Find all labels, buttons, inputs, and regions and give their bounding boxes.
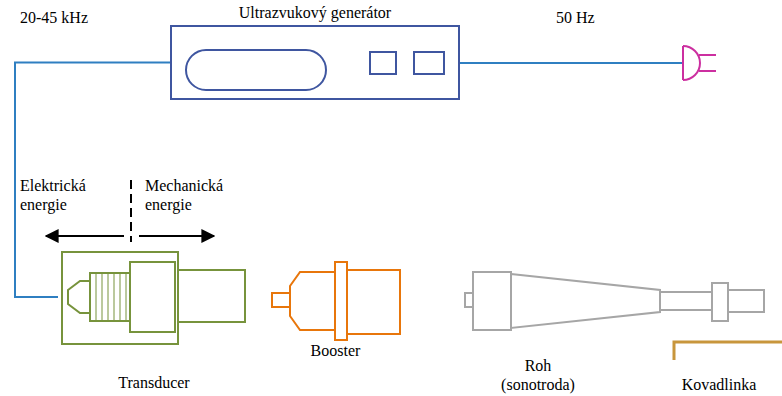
stack-line [102,274,103,320]
piezo-stack [96,274,126,320]
transducer-drawing [62,252,245,344]
mains-wire [460,62,683,64]
component-label: Transducer [58,373,250,392]
energy-label: Elektrická energie [20,176,120,214]
energy-divider [130,180,132,242]
booster-drawing [272,262,400,340]
component-label: Ultrazvukový generátor [170,3,460,22]
transducer: Transducer [58,248,250,394]
stack-line [108,274,109,320]
anvil-drawing [674,342,782,360]
component-label: Kovadlinka [662,375,776,394]
energy-label: Mechanická energie [145,176,245,214]
generator-panel [186,50,444,90]
stack-line [96,274,97,320]
stack-line [120,274,121,320]
energy-arrow [46,235,124,237]
horn-drawing [465,272,764,330]
component-label: Booster [268,341,403,360]
mains-plug [683,46,716,80]
booster: Booster [268,262,403,362]
stack-line [114,274,115,320]
frequency-label: 20-45 kHz [20,8,88,27]
horn: Roh (sonotroda) [462,268,614,396]
energy-arrow [139,235,214,237]
frequency-label: 50 Hz [556,8,636,27]
component-label: Roh (sonotroda) [492,356,584,394]
anvil: Kovadlinka [662,336,776,396]
stack-line [126,274,127,320]
generator-box: Ultrazvukový generátor [170,25,460,100]
